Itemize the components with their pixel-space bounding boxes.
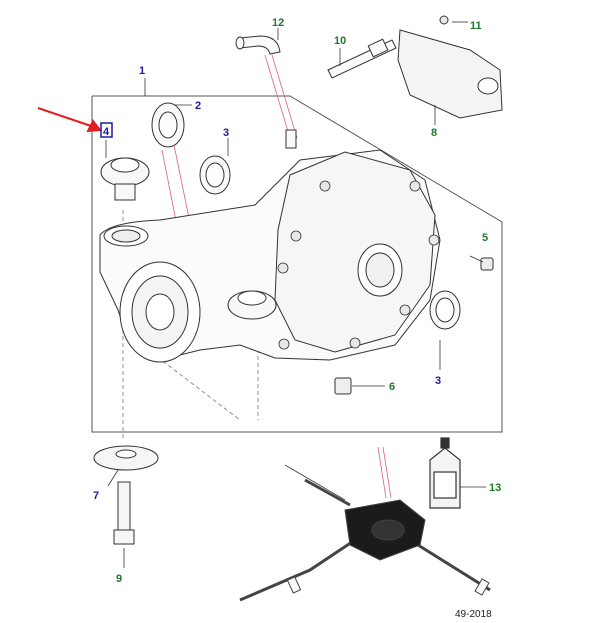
callout-10: 10 — [334, 35, 346, 47]
callout-2: 2 — [195, 100, 201, 112]
callout-leaders — [105, 21, 486, 568]
drivetrain-location-thumbnail — [239, 464, 491, 602]
leader-lines-red — [161, 54, 392, 499]
oil-seals — [151, 102, 461, 330]
small-fasteners — [334, 257, 494, 395]
callout-9: 9 — [116, 573, 122, 585]
sensor-part — [327, 38, 397, 79]
callout-12: 12 — [272, 17, 284, 29]
callout-7: 7 — [93, 490, 99, 502]
callout-5: 5 — [482, 232, 488, 244]
callout-1: 1 — [139, 65, 145, 77]
differential-housing — [99, 149, 441, 363]
washer-and-bolt — [93, 445, 159, 545]
fluid-bottle — [429, 437, 461, 509]
highlight-arrow — [37, 107, 102, 133]
callout-4: 4 — [103, 126, 110, 138]
callout-8: 8 — [431, 127, 437, 139]
housing-bolts — [277, 180, 440, 350]
callout-13: 13 — [489, 482, 501, 494]
highlight-box — [100, 122, 113, 138]
callout-6: 6 — [389, 381, 395, 393]
callout-3-right: 3 — [435, 375, 441, 387]
mount-bushings — [100, 157, 277, 320]
control-module-part — [397, 15, 503, 119]
assembly-frame — [91, 95, 503, 433]
callout-3-left: 3 — [223, 127, 229, 139]
diagram-reference-code: 49-2018 — [455, 609, 492, 620]
breather-hose-part — [235, 35, 297, 149]
callout-11: 11 — [470, 20, 482, 32]
